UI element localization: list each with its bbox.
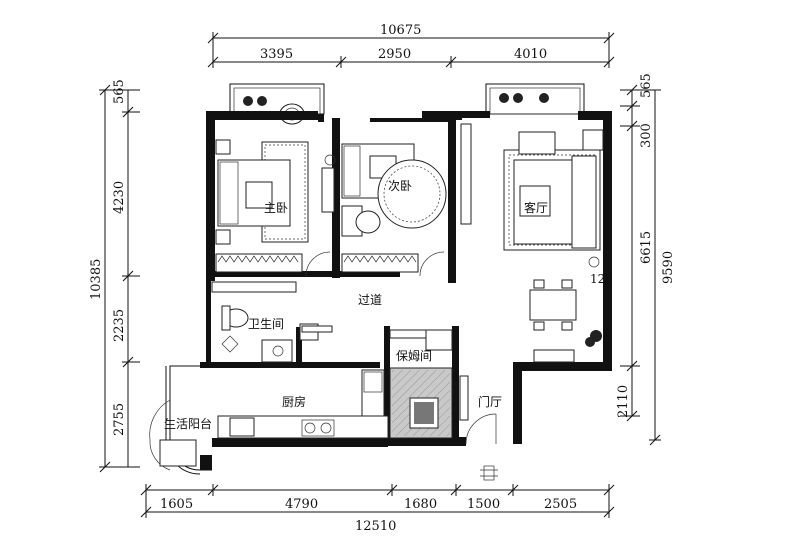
lamp-icon [588,256,600,268]
washing-machine [159,439,197,467]
second-bedroom: 次卧 [321,143,447,277]
lamp-icon [324,154,336,166]
bottom-dimension-2: 4790 [285,497,318,512]
corridor-label: 过道 [358,293,382,307]
dining-table [529,289,577,321]
second-bedroom-label: 次卧 [388,179,412,193]
bottom-dimension-3: 1680 [404,497,437,512]
bottom-dimension-4: 1500 [467,497,500,512]
bottom-dimension-group: 1605 4790 1680 1500 2505 12510 [140,484,615,534]
bathroom-label: 卫生间 [248,317,284,331]
top-dimension-3: 4010 [514,47,547,62]
master-bedroom: 主卧 [215,139,331,277]
washbasin [261,339,293,363]
door-swing [419,251,445,277]
bottom-dimension-5: 2505 [544,497,577,512]
nightstand [215,229,231,245]
left-total-dimension: 10385 [89,259,104,300]
top-dimension-group: 10675 3395 2950 4010 [207,23,615,68]
top-dimension-1: 3395 [260,47,293,62]
bathroom: 卫生间 [221,305,333,363]
plant-icon [243,96,267,106]
door-swing [465,413,497,445]
left-dimension-2: 4230 [112,181,127,214]
left-dimension-group: 10385 565 4230 2235 2755 [89,79,140,473]
kitchen: 厨房 [217,369,389,439]
nightstand [215,139,231,155]
service-balcony-label: 生活阳台 [164,416,212,431]
wardrobe [215,253,303,273]
plant-icon [499,93,549,103]
walls [200,111,612,470]
entrance-label: 门厅 [478,394,502,409]
shoe-cabinet [459,375,469,421]
door-swing [305,251,331,277]
maid-room-label: 保姆间 [396,349,432,363]
table-note: 128 [590,272,613,286]
left-dimension-3: 2235 [112,309,127,342]
top-right-balcony [485,83,585,115]
service-balcony: 生活阳台 [149,365,212,475]
bottom-total-dimension: 12510 [355,519,396,534]
left-dimension-1: 565 [112,79,127,104]
right-dimension-1: 565 [639,73,654,98]
shoe-cabinet [533,349,575,363]
right-dimension-group: 565 300 6615 2110 9590 [616,73,676,446]
right-dimension-3: 6615 [639,231,654,264]
top-total-dimension: 10675 [380,23,421,38]
chair-icon [355,210,381,234]
wardrobe [341,253,419,273]
right-dimension-2: 300 [639,123,654,148]
stove-icon [301,419,335,437]
sofa [571,155,597,249]
living-room: 128 客厅 [460,123,613,363]
entrance: 门厅 [459,375,502,481]
coffee-table [519,185,551,217]
left-dimension-4: 2755 [112,403,127,436]
armchair [518,131,556,155]
kitchen-label: 厨房 [282,394,306,409]
tv-cabinet [460,123,472,225]
right-dimension-4: 2110 [616,385,631,418]
plant-icon [585,330,602,347]
maid-room: 保姆间 [389,329,453,439]
sink [229,417,255,437]
kitchen-counter [217,415,389,439]
top-dimension-2: 2950 [378,47,411,62]
master-bedroom-label: 主卧 [264,201,288,215]
right-outer-dimension: 9590 [661,251,676,284]
entrance-mat-icon [480,465,498,481]
desk [321,167,335,213]
living-room-label: 客厅 [524,200,548,215]
bottom-dimension-1: 1605 [160,497,193,512]
